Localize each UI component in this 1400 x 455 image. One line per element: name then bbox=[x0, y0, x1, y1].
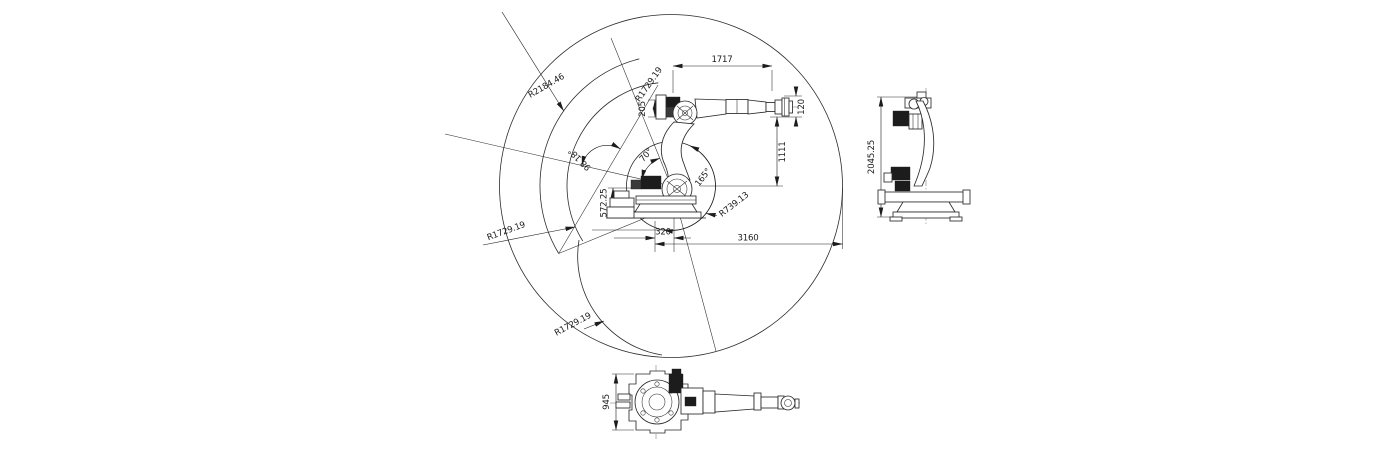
front-view: 1717 205 120 1111 320 bbox=[444, 11, 843, 358]
robot-front-silhouette bbox=[606, 94, 800, 219]
wrist-motor-side bbox=[892, 110, 910, 127]
wrist-joint bbox=[774, 99, 783, 115]
wrist-flange-body bbox=[781, 97, 790, 117]
dim-3160: 3160 bbox=[654, 188, 843, 249]
j2-motor-side bbox=[890, 166, 911, 181]
dim-1717: 1717 bbox=[672, 55, 773, 93]
tool-flange-top bbox=[794, 398, 800, 409]
leader-r2184 bbox=[501, 11, 564, 112]
leader-r1729-bottom bbox=[583, 320, 605, 330]
base-connector-box bbox=[613, 190, 630, 199]
j2-motor-side-lower bbox=[894, 180, 911, 192]
angle-165-label: 165° bbox=[693, 167, 713, 189]
dim-1111: 1111 bbox=[700, 116, 788, 187]
dim-945-label: 945 bbox=[602, 394, 612, 410]
wrist-cap-side bbox=[916, 91, 927, 99]
angle-arc-165-a bbox=[662, 185, 716, 234]
dim-320-label: 320 bbox=[655, 228, 671, 238]
radius-r2184-label: R2184.46 bbox=[527, 72, 567, 101]
flange-circle-top bbox=[780, 395, 796, 411]
radius-r1729-bottom-label: R1729.19 bbox=[553, 311, 593, 339]
base-foot-plate bbox=[628, 211, 702, 219]
limit-ray-back bbox=[558, 84, 659, 254]
wrist-cylinder-side bbox=[908, 113, 923, 130]
arm-step-top bbox=[702, 390, 716, 414]
radius-r739-label: R739.13 bbox=[718, 190, 751, 219]
tool-flange bbox=[788, 100, 793, 114]
limit-ray-lower-right bbox=[676, 204, 717, 352]
axis-cap-right bbox=[962, 189, 971, 205]
angle-70-label: 70° bbox=[638, 147, 655, 165]
robot-side-silhouette bbox=[877, 88, 971, 224]
angle-arc-98 bbox=[581, 142, 621, 166]
dim-205-label: 205 bbox=[638, 101, 648, 117]
angle-arc-165-b bbox=[689, 145, 716, 187]
shoulder-motor-top bbox=[684, 396, 697, 407]
robot-top-silhouette bbox=[610, 365, 800, 439]
leader-r1729-left bbox=[482, 226, 576, 246]
back-envelope-arc-r2184 bbox=[539, 58, 640, 254]
main-arm-link bbox=[660, 121, 695, 184]
base-body bbox=[634, 203, 698, 213]
axis-cap-left bbox=[877, 189, 886, 205]
top-view: 945 bbox=[602, 365, 800, 439]
dim-572-label: 572.25 bbox=[600, 189, 610, 218]
dim-1111-label: 1111 bbox=[778, 141, 788, 162]
shoulder-housing bbox=[655, 94, 667, 120]
base-cable-box bbox=[609, 197, 635, 208]
dim-1717-label: 1717 bbox=[711, 55, 732, 65]
forearm-tube-top bbox=[714, 393, 755, 413]
axis-bar-side bbox=[883, 191, 965, 203]
base-side-box bbox=[606, 206, 635, 219]
dim-2045-label: 2045.25 bbox=[867, 140, 877, 174]
leader-r739 bbox=[705, 212, 718, 218]
connector-top-a bbox=[617, 393, 631, 401]
side-view: 2045.25 bbox=[867, 88, 971, 224]
dim-120-label: 120 bbox=[797, 99, 807, 115]
foot-left-side bbox=[889, 216, 903, 222]
wrist-ring-top bbox=[753, 392, 762, 411]
wrist-tube-top bbox=[760, 396, 779, 409]
limit-ray-upper bbox=[610, 37, 672, 187]
j2-motor-small bbox=[630, 179, 642, 190]
arm-column-side bbox=[913, 100, 935, 187]
lower-envelope-arc bbox=[577, 239, 663, 356]
j2-motor-block bbox=[640, 175, 662, 190]
foot-right-side bbox=[949, 216, 963, 222]
limit-ray-left bbox=[444, 133, 672, 187]
wrist-tube bbox=[765, 102, 776, 112]
dim-3160-label: 3160 bbox=[737, 234, 758, 244]
upper-arm-link bbox=[694, 98, 727, 119]
base-body-side bbox=[896, 201, 956, 213]
back-envelope-arc-r1729 bbox=[566, 82, 659, 242]
j1-motor-cap-top bbox=[671, 368, 682, 376]
base-plate-side bbox=[892, 211, 960, 219]
radius-r1729-left-label: R1729.19 bbox=[486, 220, 527, 243]
connector-top-b bbox=[615, 401, 631, 409]
base-circle-outer bbox=[634, 379, 680, 425]
forearm-taper bbox=[747, 99, 767, 115]
connector-side bbox=[883, 172, 893, 183]
max-reach-envelope-circle bbox=[499, 14, 843, 358]
